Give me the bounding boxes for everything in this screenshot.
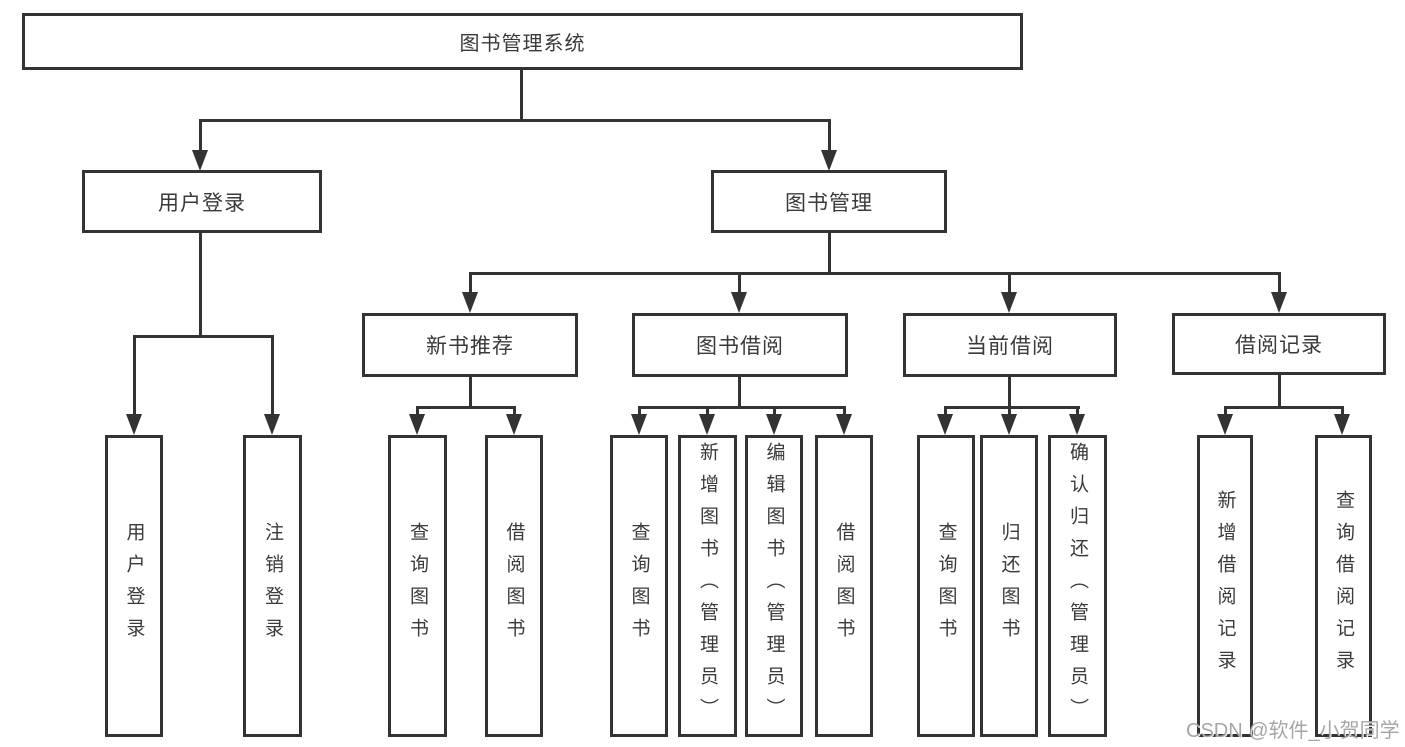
connector-line bbox=[828, 119, 831, 152]
connector-line bbox=[638, 406, 846, 409]
connector-line bbox=[738, 272, 741, 294]
node-label: 当前借阅 bbox=[966, 335, 1054, 358]
connector-line bbox=[199, 233, 202, 337]
node-label: 编辑图书（管理员） bbox=[763, 442, 785, 730]
node-label: 归还图书 bbox=[998, 522, 1020, 650]
connector-line bbox=[513, 406, 516, 416]
connector-line bbox=[1341, 406, 1344, 416]
node-label: 用户登录 bbox=[123, 522, 145, 650]
arrow-down-icon bbox=[126, 414, 142, 435]
node-current-borrowing: 当前借阅 bbox=[903, 313, 1117, 377]
node-label: 查询借阅记录 bbox=[1333, 490, 1354, 682]
arrow-down-icon bbox=[836, 414, 852, 435]
connector-line bbox=[271, 335, 274, 415]
leaf-add-borrow-record: 新增借阅记录 bbox=[1197, 435, 1253, 737]
arrow-down-icon bbox=[821, 150, 837, 171]
leaf-borrow-book-recommend: 借阅图书 bbox=[485, 435, 543, 737]
connector-line bbox=[1224, 406, 1344, 409]
arrow-down-icon bbox=[1001, 414, 1017, 435]
leaf-return-book: 归还图书 bbox=[980, 435, 1038, 737]
arrow-down-icon bbox=[264, 414, 280, 435]
node-label: 查询图书 bbox=[935, 522, 957, 650]
connector-line bbox=[706, 406, 709, 416]
arrow-down-icon bbox=[506, 414, 522, 435]
node-label: 确认归还（管理员） bbox=[1067, 442, 1088, 730]
node-label: 注销登录 bbox=[262, 522, 283, 650]
connector-line bbox=[944, 406, 1080, 409]
node-label: 新增借阅记录 bbox=[1214, 490, 1236, 682]
connector-line bbox=[1278, 375, 1281, 409]
node-label: 借阅记录 bbox=[1235, 334, 1323, 357]
arrow-down-icon bbox=[1271, 292, 1287, 313]
arrow-down-icon bbox=[462, 292, 478, 313]
leaf-confirm-return-admin: 确认归还（管理员） bbox=[1048, 435, 1107, 737]
node-label: 新增图书（管理员） bbox=[697, 442, 718, 730]
connector-line bbox=[133, 335, 274, 338]
node-label: 借阅图书 bbox=[503, 522, 525, 650]
node-borrow-records: 借阅记录 bbox=[1172, 313, 1386, 375]
connector-line bbox=[469, 272, 472, 294]
connector-line bbox=[1008, 377, 1011, 409]
connector-line bbox=[773, 406, 776, 416]
connector-line bbox=[1076, 406, 1079, 416]
node-label: 图书管理 bbox=[785, 191, 873, 215]
node-root-library-system: 图书管理系统 bbox=[22, 13, 1023, 70]
arrow-down-icon bbox=[1334, 414, 1350, 435]
node-label: 新书推荐 bbox=[426, 335, 514, 358]
csdn-watermark: CSDN @软件_小贺同学 bbox=[1186, 720, 1400, 742]
connector-line bbox=[416, 406, 516, 409]
node-book-management: 图书管理 bbox=[711, 170, 947, 233]
arrow-down-icon bbox=[1001, 292, 1017, 313]
arrow-down-icon bbox=[1069, 414, 1085, 435]
node-book-borrowing: 图书借阅 bbox=[632, 313, 848, 377]
leaf-query-book-recommend: 查询图书 bbox=[388, 435, 447, 737]
connector-line bbox=[199, 119, 831, 122]
connector-line bbox=[199, 119, 202, 152]
leaf-user-login: 用户登录 bbox=[105, 435, 163, 737]
leaf-query-book-current: 查询图书 bbox=[917, 435, 975, 737]
arrow-down-icon bbox=[631, 414, 647, 435]
connector-line bbox=[638, 406, 641, 416]
leaf-query-book-borrowing: 查询图书 bbox=[610, 435, 668, 737]
connector-line bbox=[1008, 272, 1011, 294]
connector-line bbox=[843, 406, 846, 416]
arrow-down-icon bbox=[937, 414, 953, 435]
node-user-login: 用户登录 bbox=[82, 170, 322, 233]
node-label: 查询图书 bbox=[628, 522, 650, 650]
connector-line bbox=[1008, 406, 1011, 416]
connector-line bbox=[1224, 406, 1227, 416]
leaf-query-borrow-record: 查询借阅记录 bbox=[1315, 435, 1372, 737]
connector-line bbox=[738, 377, 741, 409]
node-label: 借阅图书 bbox=[833, 522, 855, 650]
node-label: 图书管理系统 bbox=[459, 33, 586, 55]
arrow-down-icon bbox=[731, 292, 747, 313]
connector-line bbox=[469, 272, 1281, 275]
arrow-down-icon bbox=[1217, 414, 1233, 435]
leaf-add-book-admin: 新增图书（管理员） bbox=[678, 435, 737, 737]
arrow-down-icon bbox=[699, 414, 715, 435]
node-label: 用户登录 bbox=[158, 191, 246, 215]
connector-line bbox=[416, 406, 419, 416]
arrow-down-icon bbox=[192, 150, 208, 171]
leaf-logout: 注销登录 bbox=[243, 435, 302, 737]
connector-line bbox=[944, 406, 947, 416]
connector-line bbox=[133, 335, 136, 415]
node-label: 图书借阅 bbox=[696, 335, 784, 358]
node-label: 查询图书 bbox=[407, 522, 428, 650]
node-new-book-recommend: 新书推荐 bbox=[362, 313, 578, 377]
leaf-edit-book-admin: 编辑图书（管理员） bbox=[745, 435, 803, 737]
connector-line bbox=[1278, 272, 1281, 294]
connector-line bbox=[520, 70, 523, 121]
connector-line bbox=[828, 233, 831, 274]
arrow-down-icon bbox=[766, 414, 782, 435]
arrow-down-icon bbox=[409, 414, 425, 435]
connector-line bbox=[469, 377, 472, 409]
leaf-borrow-book: 借阅图书 bbox=[815, 435, 873, 737]
